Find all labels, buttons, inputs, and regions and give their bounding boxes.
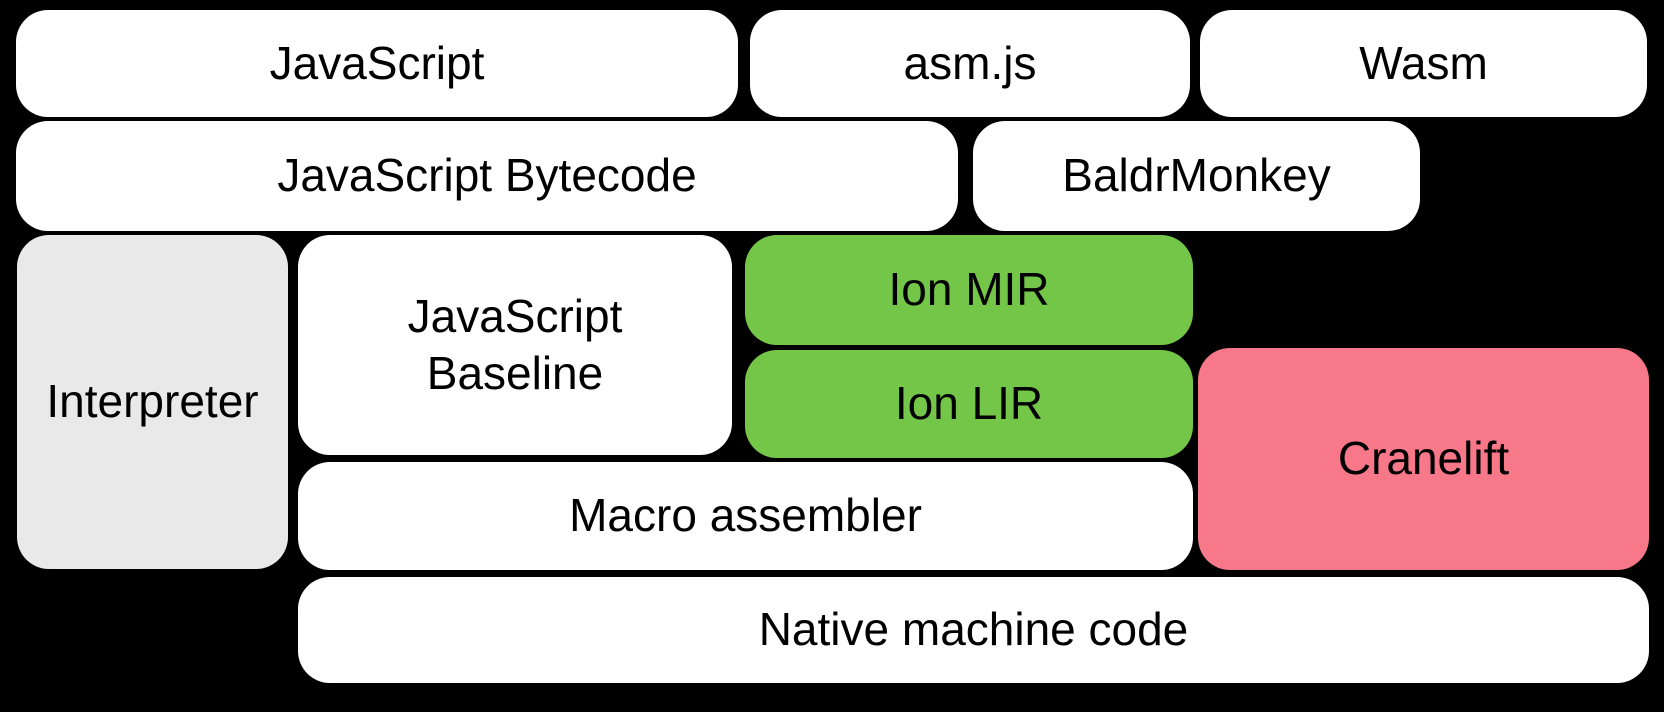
box-baldrmonkey: BaldrMonkey (973, 121, 1420, 231)
box-macro-assembler: Macro assembler (298, 462, 1193, 570)
box-javascript: JavaScript (16, 10, 738, 117)
box-ion-mir: Ion MIR (745, 235, 1193, 345)
box-wasm: Wasm (1200, 10, 1647, 117)
box-javascript-baseline: JavaScript Baseline (298, 235, 732, 455)
box-interpreter: Interpreter (17, 235, 288, 569)
box-ion-lir: Ion LIR (745, 350, 1193, 458)
box-asmjs: asm.js (750, 10, 1190, 117)
box-javascript-bytecode: JavaScript Bytecode (16, 121, 958, 231)
box-cranelift: Cranelift (1198, 348, 1649, 570)
box-native-machine-code: Native machine code (298, 577, 1649, 683)
